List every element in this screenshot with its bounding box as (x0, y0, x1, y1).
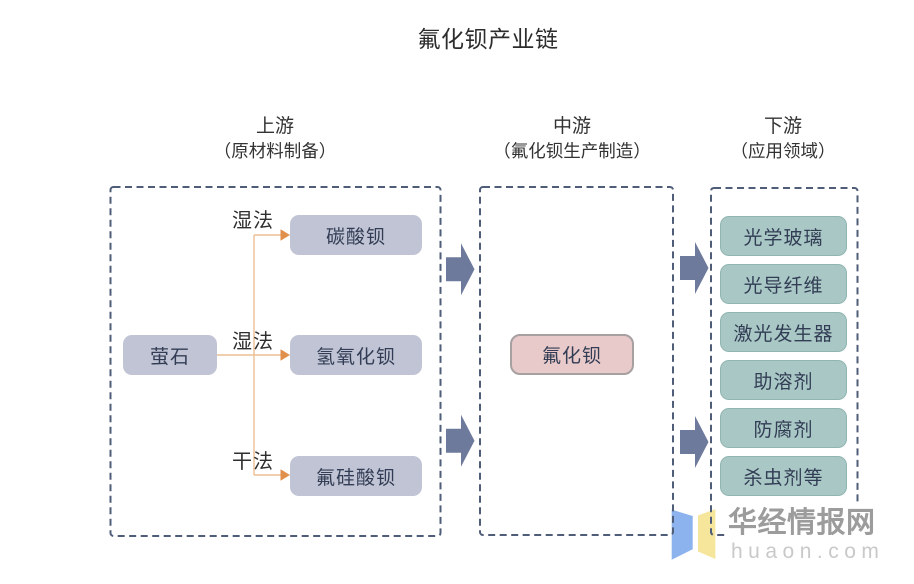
node-barium-hydroxide: 氢氧化钡 (290, 335, 422, 375)
process-label-dry-bottom: 干法 (232, 451, 274, 473)
node-barium-fluorosilicate: 氟硅酸钡 (290, 456, 422, 496)
node-insecticide: 杀虫剂等 (720, 456, 847, 496)
watermark-site-name: 华经情报网 (728, 505, 876, 539)
node-optical-fiber: 光导纤维 (720, 264, 847, 304)
downstream-dashed-box (710, 187, 859, 536)
watermark-backdrop (726, 504, 876, 537)
upstream-header-subtitle: （原材料制备） (213, 141, 337, 161)
node-barium-fluoride: 氟化钡 (510, 334, 634, 375)
node-fluorite: 萤石 (123, 335, 217, 375)
downstream-column-header: 下游 （应用领域） (663, 115, 903, 163)
node-preservative: 防腐剂 (720, 408, 847, 448)
upstream-column-header: 上游 （原材料制备） (155, 115, 395, 163)
process-label-wet-top: 湿法 (232, 210, 274, 232)
node-optical-glass: 光学玻璃 (720, 216, 847, 256)
page-title: 氟化钡产业链 (417, 26, 559, 52)
upstream-header-title: 上游 (255, 116, 294, 137)
node-flux-agent: 助溶剂 (720, 360, 847, 400)
midstream-header-title: 中游 (552, 116, 591, 137)
flow-arrow-upstream-bottom-icon (446, 414, 475, 467)
node-laser-generator: 激光发生器 (720, 312, 847, 352)
connector-middle-arrowhead-icon (280, 349, 290, 361)
process-label-wet-middle: 湿法 (232, 331, 274, 353)
flow-arrow-upstream-top-icon (446, 243, 475, 296)
flow-arrow-downstream-bottom-icon (680, 416, 709, 468)
midstream-header-subtitle: （氟化钡生产制造） (493, 141, 651, 161)
watermark-logo-blue-icon (671, 509, 693, 560)
connector-bottom-arrowhead-icon (280, 469, 290, 481)
connector-top-arrowhead-icon (280, 229, 290, 241)
node-barium-carbonate: 碳酸钡 (290, 215, 422, 255)
downstream-header-subtitle: （应用领域） (730, 141, 836, 161)
midstream-column-header: 中游 （氟化钡生产制造） (452, 115, 692, 163)
midstream-dashed-box (479, 186, 674, 536)
upstream-dashed-box (109, 186, 442, 537)
downstream-header-title: 下游 (763, 116, 802, 137)
flow-arrow-downstream-top-icon (680, 242, 709, 294)
watermark-site-domain: huaon.com (731, 540, 884, 563)
